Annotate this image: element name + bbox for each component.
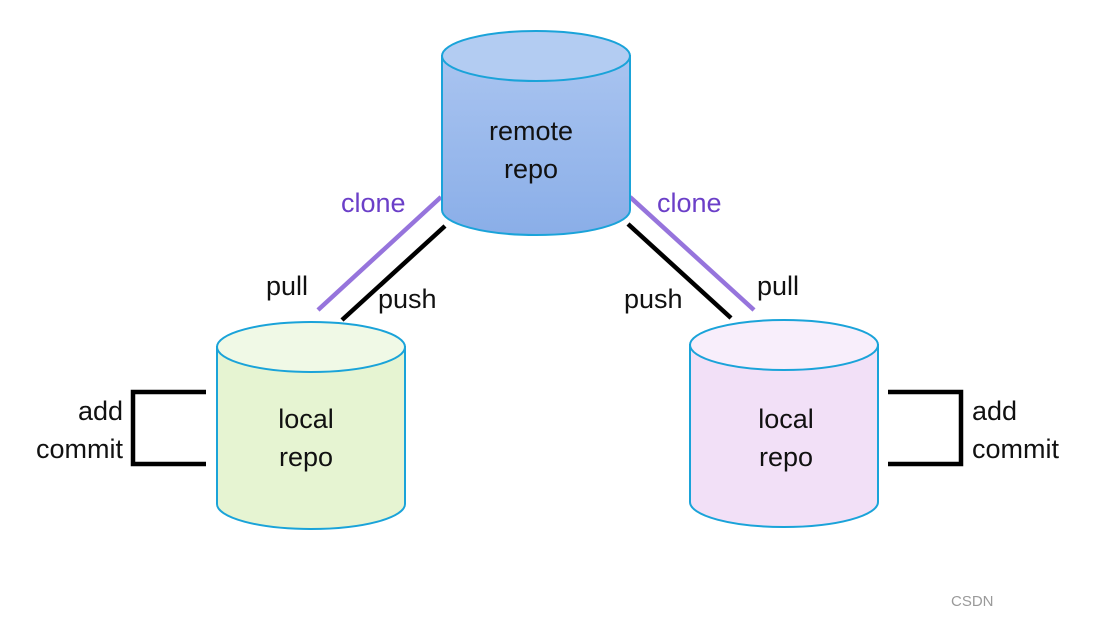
local-repo-right-label-line1: local: [758, 404, 814, 434]
remote-repo-body: [441, 55, 631, 236]
remote-repo-label-line1: remote: [489, 116, 573, 146]
remote-repo-label-line2: repo: [504, 154, 558, 184]
watermark-text: CSDN: [951, 593, 994, 610]
local-repo-left-body: [216, 346, 406, 530]
local-repo-left-top: [216, 321, 406, 373]
add-commit-loop-right: [888, 389, 964, 467]
pull-label-right: pull: [757, 271, 799, 301]
add-commit-loop-left: [130, 389, 206, 467]
clone-label-left: clone: [341, 188, 406, 218]
add-label-left: add: [78, 396, 123, 426]
push-line-left: [340, 224, 447, 322]
push-label-right: push: [624, 284, 683, 314]
local-repo-right-cylinder: local repo: [689, 319, 879, 528]
push-line-right: [626, 222, 733, 320]
local-repo-left-cylinder: local repo: [216, 321, 406, 530]
clone-pull-line-left: [316, 195, 443, 312]
commit-label-left: commit: [36, 434, 123, 464]
push-label-left: push: [378, 284, 437, 314]
local-repo-right-label-line2: repo: [759, 442, 813, 472]
local-repo-left-label-line2: repo: [279, 442, 333, 472]
add-label-right: add: [972, 396, 1017, 426]
pull-label-left: pull: [266, 271, 308, 301]
local-repo-right-top: [689, 319, 879, 371]
commit-label-right: commit: [972, 434, 1059, 464]
clone-pull-line-right: [628, 195, 756, 312]
remote-repo-cylinder: remote repo: [441, 30, 631, 236]
local-repo-right-body: [689, 344, 879, 528]
remote-repo-top: [441, 30, 631, 82]
local-repo-left-label-line1: local: [278, 404, 334, 434]
clone-label-right: clone: [657, 188, 722, 218]
